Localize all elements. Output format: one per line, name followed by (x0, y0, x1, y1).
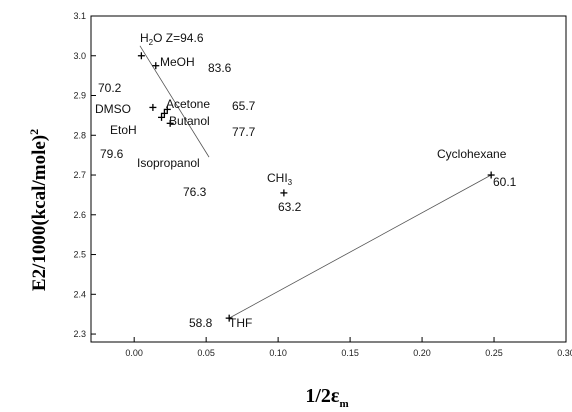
x-tick-label: 0.25 (485, 348, 503, 358)
x-axis-label: 1/2εm (305, 385, 348, 410)
label-h2o: H2O Z=94.6 (140, 31, 204, 47)
x-axis-ticks: 0.00 0.05 0.10 0.15 0.20 0.25 0.30 (125, 337, 572, 358)
y-tick-label: 3.0 (73, 51, 86, 61)
label-dmso: DMSO (95, 102, 131, 116)
label-acetone-z: 65.7 (232, 99, 256, 113)
label-dmso-z: 70.2 (98, 81, 122, 95)
y-axis-label: E2/1000(kcal/mole)2 (27, 129, 50, 291)
y-axis-ticks: 2.3 2.4 2.5 2.6 2.7 2.8 2.9 3.0 3.1 (73, 11, 96, 339)
marker-h2o (137, 52, 145, 60)
label-etoh: EtoH (110, 123, 137, 137)
y-tick-label: 2.6 (73, 210, 86, 220)
y-tick-label: 3.1 (73, 11, 86, 21)
label-chi3: CHI3 (267, 171, 293, 187)
x-tick-label: 0.30 (557, 348, 572, 358)
label-isopropanol-z: 76.3 (183, 185, 207, 199)
label-acetone: Acetone (166, 97, 210, 111)
plot-frame (90, 15, 567, 343)
label-butanol-z: 77.7 (232, 125, 256, 139)
marker-etoh (158, 113, 166, 121)
x-tick-label: 0.15 (341, 348, 359, 358)
fit-lines (139, 45, 492, 319)
x-tick-label: 0.00 (125, 348, 143, 358)
data-markers (137, 52, 495, 322)
marker-thf (225, 314, 233, 322)
label-thf-z: 58.8 (189, 316, 213, 330)
y-tick-label: 2.3 (73, 329, 86, 339)
marker-acetone (163, 105, 171, 113)
label-cyclohexane: Cyclohexane (437, 147, 507, 161)
marker-chi3 (280, 189, 288, 197)
fit-line (228, 174, 492, 319)
marker-cyclohexane (487, 171, 495, 179)
label-thf: THF (229, 316, 252, 330)
label-chi3-z: 63.2 (278, 200, 302, 214)
x-tick-label: 0.20 (413, 348, 431, 358)
y-tick-label: 2.9 (73, 91, 86, 101)
marker-dmso (149, 103, 157, 111)
x-tick-label: 0.10 (269, 348, 287, 358)
label-butanol: Butanol (169, 114, 210, 128)
label-meoh: MeOH (160, 55, 195, 69)
marker-isopropanol (160, 109, 168, 117)
marker-butanol (166, 119, 174, 127)
y-tick-label: 2.4 (73, 289, 86, 299)
label-isopropanol: Isopropanol (137, 156, 200, 170)
marker-meoh (152, 62, 160, 70)
label-etoh-z: 79.6 (100, 147, 124, 161)
y-tick-label: 2.8 (73, 130, 86, 140)
y-tick-label: 2.7 (73, 170, 86, 180)
fit-line (139, 45, 210, 158)
label-meoh-z: 83.6 (208, 61, 232, 75)
y-tick-label: 2.5 (73, 250, 86, 260)
label-cyclohexane-z: 60.1 (493, 175, 517, 189)
x-tick-label: 0.05 (197, 348, 215, 358)
